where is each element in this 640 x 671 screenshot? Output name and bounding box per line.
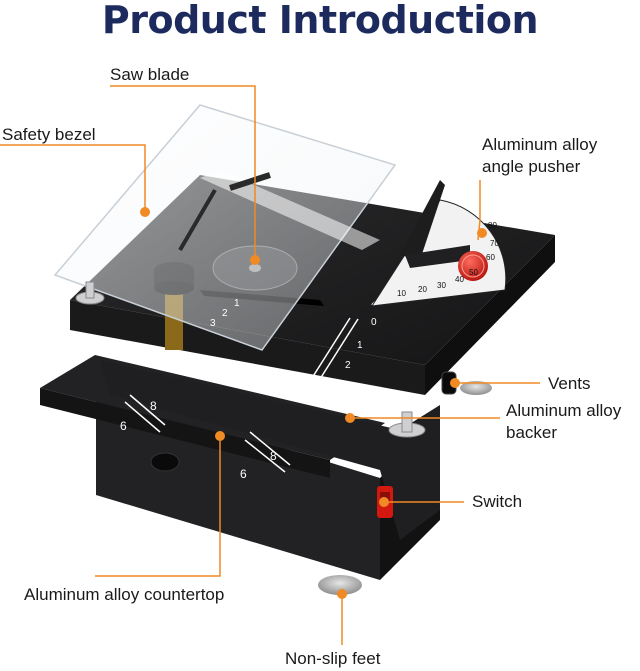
fence-ruler-mark: 6 xyxy=(120,419,127,433)
angle-pusher-label-line2: angle pusher xyxy=(482,157,581,176)
feet-label: Non-slip feet xyxy=(285,649,381,668)
guard-ruler-mark: 2 xyxy=(222,308,228,319)
guard-ruler-mark: 3 xyxy=(210,318,216,329)
protractor-mark: 40 xyxy=(455,275,464,284)
protractor-mark: 20 xyxy=(418,285,427,294)
switch-label: Switch xyxy=(472,492,523,511)
safety-bezel-label: Safety bezel xyxy=(2,125,96,144)
table-ruler xyxy=(311,317,359,380)
protractor-mark: 70 xyxy=(490,239,499,248)
safety-bezel xyxy=(53,104,397,351)
aluminum-alloy-backer xyxy=(40,355,440,540)
page-title: Product Introduction xyxy=(101,0,539,42)
wing-screws xyxy=(75,281,426,438)
front-ruler-mark: 6 xyxy=(240,467,247,481)
protractor-mark: 10 xyxy=(397,289,406,298)
leader-dots xyxy=(140,207,487,599)
guard-ruler-mark: 1 xyxy=(234,298,240,309)
fence-ruler-mark: 8 xyxy=(150,399,157,413)
saw-blade-label: Saw blade xyxy=(110,65,190,84)
table-ruler-mark: 1 xyxy=(357,340,363,351)
table-ruler-numbers: 0 1 2 3 xyxy=(333,317,377,391)
countertop-label: Aluminum alloy countertop xyxy=(24,585,225,604)
backer-label-line1: Aluminum alloy xyxy=(506,401,622,420)
protractor-scale: 10 20 30 40 50 60 70 80 xyxy=(397,221,499,298)
front-ruler-mark: 8 xyxy=(270,449,277,463)
front-ruler-numbers: 6 8 xyxy=(240,449,277,481)
protractor-knob xyxy=(458,251,488,281)
front-ruler xyxy=(124,394,291,473)
protractor-mark: 50 xyxy=(469,268,478,277)
vents-label: Vents xyxy=(548,374,591,393)
table-ruler-mark: 0 xyxy=(371,317,377,328)
fence-ruler-numbers: 6 8 xyxy=(120,399,157,433)
table-ruler-mark: 2 xyxy=(345,360,351,371)
table-ruler-mark: 3 xyxy=(333,380,339,391)
leader-lines xyxy=(0,85,540,645)
protractor-mark: 80 xyxy=(488,221,497,230)
protractor-mark: 60 xyxy=(486,253,495,262)
backer-label-line2: backer xyxy=(506,423,558,442)
guard-ruler-numbers: 1 2 3 xyxy=(210,298,240,329)
angle-pusher-label-line1: Aluminum alloy xyxy=(482,135,598,154)
protractor-mark: 30 xyxy=(437,281,446,290)
